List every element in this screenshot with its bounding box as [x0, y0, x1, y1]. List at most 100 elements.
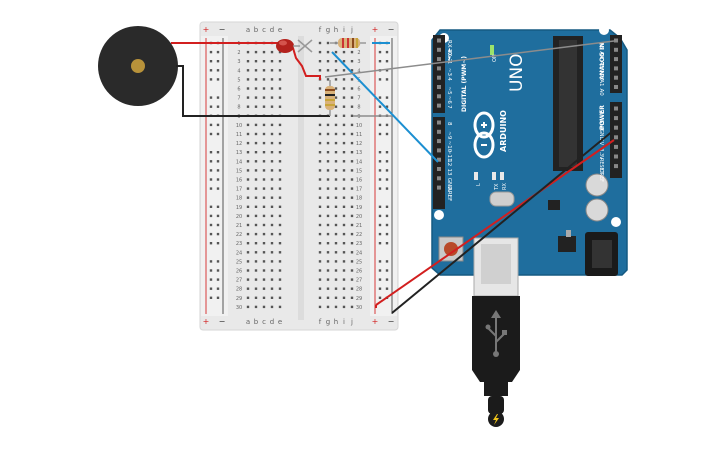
breadboard-hole[interactable]	[270, 123, 274, 127]
breadboard-hole[interactable]	[270, 187, 274, 190]
rail-hole[interactable]	[216, 278, 220, 281]
rail-hole[interactable]	[378, 269, 382, 272]
breadboard-hole[interactable]	[350, 160, 354, 163]
breadboard-hole[interactable]	[262, 251, 266, 254]
rail-hole[interactable]	[378, 260, 382, 263]
rail-hole[interactable]	[209, 296, 213, 299]
breadboard-hole[interactable]	[262, 214, 266, 218]
rail-hole[interactable]	[216, 223, 220, 227]
breadboard-hole[interactable]	[326, 205, 330, 208]
breadboard-hole[interactable]	[254, 214, 258, 218]
breadboard-hole[interactable]	[318, 69, 322, 72]
breadboard-hole[interactable]	[334, 196, 338, 199]
rail-hole[interactable]	[209, 214, 213, 218]
breadboard-hole[interactable]	[270, 69, 274, 72]
rail-hole[interactable]	[209, 60, 213, 63]
breadboard-hole[interactable]	[326, 251, 330, 254]
analog-pin[interactable]	[614, 75, 618, 80]
breadboard-hole[interactable]	[318, 160, 322, 163]
breadboard-hole[interactable]	[270, 132, 274, 136]
breadboard-hole[interactable]	[318, 132, 322, 136]
breadboard-hole[interactable]	[246, 214, 250, 218]
breadboard-hole[interactable]	[318, 296, 322, 299]
breadboard-hole[interactable]	[342, 287, 346, 290]
breadboard-hole[interactable]	[350, 205, 354, 208]
rail-hole[interactable]	[209, 151, 213, 154]
breadboard-hole[interactable]	[262, 50, 266, 54]
breadboard-hole[interactable]	[254, 50, 258, 54]
breadboard-hole[interactable]	[326, 160, 330, 163]
breadboard-hole[interactable]	[254, 151, 258, 154]
breadboard-hole[interactable]	[334, 151, 338, 154]
breadboard-hole[interactable]	[270, 60, 274, 63]
breadboard-hole[interactable]	[270, 87, 274, 90]
breadboard-hole[interactable]	[270, 242, 274, 245]
breadboard-hole[interactable]	[342, 214, 346, 218]
breadboard-hole[interactable]	[334, 123, 338, 127]
breadboard-hole[interactable]	[246, 96, 250, 99]
breadboard-hole[interactable]	[350, 105, 354, 108]
breadboard-hole[interactable]	[270, 96, 274, 99]
breadboard-hole[interactable]	[254, 287, 258, 290]
breadboard-hole[interactable]	[278, 196, 282, 199]
breadboard-hole[interactable]	[254, 87, 258, 90]
breadboard-hole[interactable]	[334, 187, 338, 190]
breadboard-hole[interactable]	[318, 41, 322, 45]
digital-pin[interactable]	[437, 148, 441, 153]
breadboard-hole[interactable]	[254, 278, 258, 281]
breadboard-hole[interactable]	[350, 260, 354, 263]
rail-hole[interactable]	[216, 151, 220, 154]
breadboard-hole[interactable]	[246, 260, 250, 263]
breadboard-hole[interactable]	[246, 105, 250, 108]
breadboard-hole[interactable]	[350, 242, 354, 245]
breadboard-hole[interactable]	[326, 278, 330, 281]
breadboard-hole[interactable]	[262, 287, 266, 290]
breadboard-hole[interactable]	[254, 178, 258, 181]
breadboard-hole[interactable]	[334, 141, 338, 145]
breadboard-hole[interactable]	[342, 60, 346, 63]
rail-hole[interactable]	[209, 78, 213, 81]
breadboard-hole[interactable]	[254, 251, 258, 254]
analog-pin[interactable]	[614, 47, 618, 52]
breadboard-hole[interactable]	[334, 178, 338, 181]
rail-hole[interactable]	[209, 105, 213, 108]
breadboard-hole[interactable]	[278, 69, 282, 72]
breadboard-hole[interactable]	[326, 287, 330, 290]
rail-hole[interactable]	[216, 132, 220, 136]
breadboard-hole[interactable]	[350, 278, 354, 281]
breadboard-hole[interactable]	[350, 287, 354, 290]
breadboard-hole[interactable]	[254, 187, 258, 190]
breadboard-hole[interactable]	[278, 87, 282, 90]
breadboard-hole[interactable]	[270, 214, 274, 218]
breadboard-hole[interactable]	[254, 105, 258, 108]
rail-hole[interactable]	[378, 151, 382, 154]
breadboard-hole[interactable]	[262, 105, 266, 108]
breadboard-hole[interactable]	[262, 141, 266, 145]
breadboard-hole[interactable]	[262, 196, 266, 199]
breadboard-hole[interactable]	[334, 105, 338, 108]
breadboard-hole[interactable]	[254, 69, 258, 72]
breadboard-hole[interactable]	[262, 205, 266, 208]
rail-hole[interactable]	[385, 214, 389, 218]
digital-pin[interactable]	[437, 139, 441, 144]
breadboard-hole[interactable]	[342, 50, 346, 54]
digital-pin[interactable]	[437, 57, 441, 62]
breadboard-hole[interactable]	[262, 160, 266, 163]
breadboard-hole[interactable]	[254, 305, 258, 309]
breadboard-hole[interactable]	[318, 232, 322, 236]
rail-hole[interactable]	[209, 123, 213, 127]
breadboard-hole[interactable]	[246, 132, 250, 136]
power-pin[interactable]	[614, 144, 618, 149]
breadboard-hole[interactable]	[318, 223, 322, 227]
arduino-uno[interactable]: ARDUINO UNO DIGITAL (PWM~) ANALOG IN POW…	[431, 25, 628, 276]
rail-hole[interactable]	[209, 69, 213, 72]
digital-pin[interactable]	[437, 157, 441, 162]
breadboard-hole[interactable]	[334, 296, 338, 299]
rail-hole[interactable]	[209, 169, 213, 172]
rail-hole[interactable]	[385, 287, 389, 290]
digital-pin[interactable]	[437, 129, 441, 134]
breadboard-hole[interactable]	[342, 151, 346, 154]
wire-led-red[interactable]	[292, 47, 321, 80]
digital-pin[interactable]	[437, 47, 441, 52]
rail-hole[interactable]	[385, 178, 389, 181]
